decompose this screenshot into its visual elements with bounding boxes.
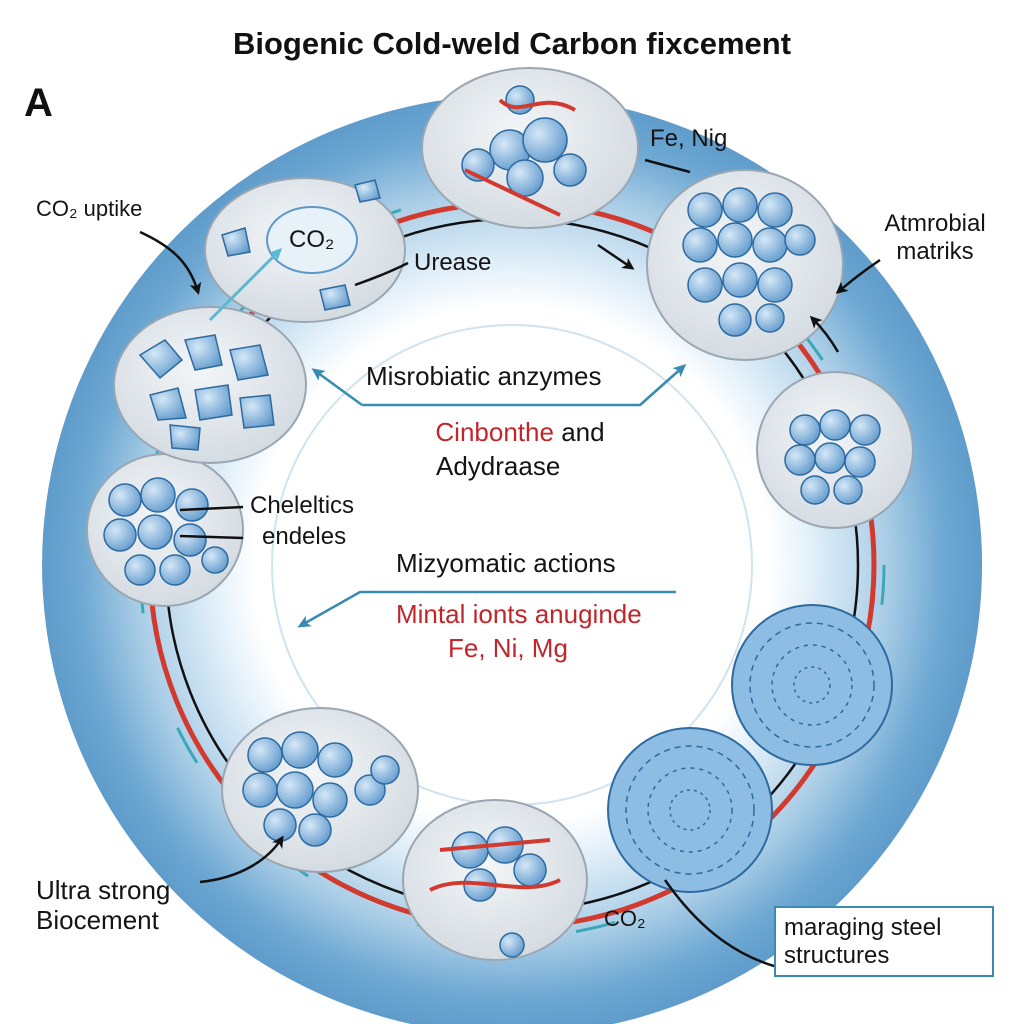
label-atmrobial-line2: matriks xyxy=(896,237,974,265)
maraging-steel-box: maraging steel structures xyxy=(774,906,994,978)
label-co2-bubble: CO₂ xyxy=(289,226,335,253)
panel-letter: A xyxy=(24,81,53,125)
label-ultra-strong: Ultra strong Biocement xyxy=(36,875,171,936)
label-and: and xyxy=(561,417,605,447)
label-maraging-line1: maraging steel xyxy=(784,914,942,941)
label-co2-bottom: CO₂ xyxy=(604,906,646,931)
leader-lines xyxy=(139,158,881,972)
cell-capsule-right xyxy=(756,371,914,529)
label-atmrobial-matrix: Atmrobial matriks xyxy=(870,210,1000,265)
cell-capsules xyxy=(86,67,914,961)
diagram-title: Biogenic Cold-weld Carbon fixcement xyxy=(232,26,792,61)
curved-arrow-icon xyxy=(139,230,202,295)
label-ultra-line2: Biocement xyxy=(36,904,159,935)
label-cheleltics: Cheleltics xyxy=(250,492,355,519)
label-endeles: endeles xyxy=(262,523,347,550)
label-misrobiatic-enzymes: Misrobiatic anzymes xyxy=(366,361,602,391)
label-metals: Fe, Ni, Mg xyxy=(448,633,568,663)
label-mintal-ionts: Mintal ionts anuginde xyxy=(396,599,642,629)
cell-capsule-upper-right xyxy=(646,169,844,361)
cell-capsule-top xyxy=(421,67,639,229)
label-cinbonthe: Cinbonthe xyxy=(435,417,554,447)
label-adydraase: Adydraase xyxy=(436,451,561,481)
label-ultra-line1: Ultra strong xyxy=(36,875,171,905)
right-arrow-icon xyxy=(597,243,635,270)
curved-arrow-icon xyxy=(835,258,881,294)
label-co2-uptake: CO₂ uptike xyxy=(36,196,143,221)
label-fe-nig: Fe, Nig xyxy=(650,125,728,152)
label-mizyomatic-actions: Mizyomatic actions xyxy=(396,548,616,578)
co2-bubble xyxy=(266,206,358,274)
cell-capsule-bottom-left xyxy=(221,707,419,873)
label-atmrobial-line1: Atmrobial xyxy=(884,210,986,237)
left-arrow-icon xyxy=(297,590,676,628)
label-cinbonthe-and: Cinbonthe and xyxy=(390,417,650,448)
cell-capsule-upper-left xyxy=(113,306,307,464)
cell-capsule-left xyxy=(86,453,244,607)
mesh-sphere-bottom-right xyxy=(607,727,773,893)
ring-arrows xyxy=(809,315,840,353)
label-urease: Urease xyxy=(414,249,492,276)
co2-capsule xyxy=(204,177,406,323)
center-arrows xyxy=(297,364,687,628)
cell-capsule-bottom xyxy=(402,799,588,961)
curved-arrow-icon xyxy=(199,835,284,884)
label-maraging-line2: structures xyxy=(784,941,890,969)
mesh-sphere-right xyxy=(731,604,893,766)
